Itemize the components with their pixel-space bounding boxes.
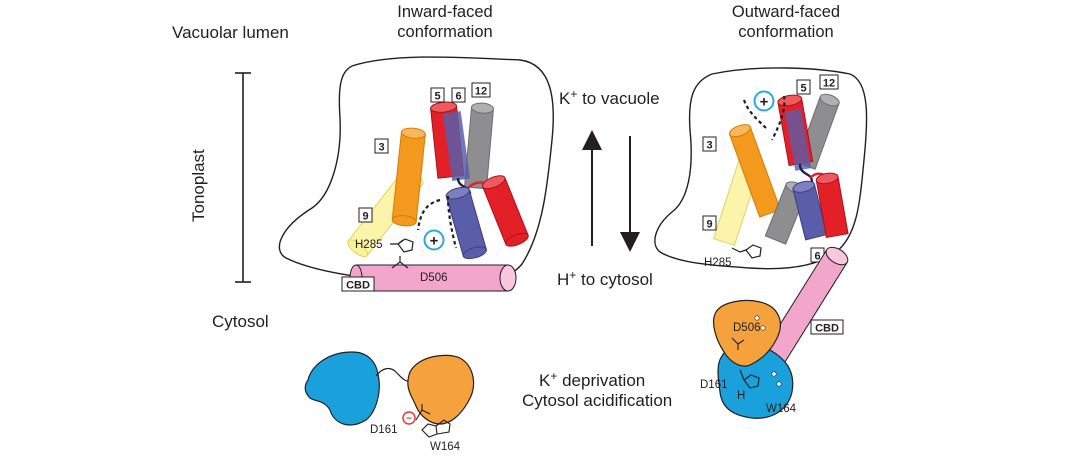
inward-faced-structure: + 3 5 6 12 9 H285 D506 CBD	[278, 56, 554, 292]
outward-d161-label: D161	[700, 379, 728, 391]
svg-text:3: 3	[706, 140, 712, 152]
bottom-anion-circle	[402, 411, 416, 425]
svg-text:3: 3	[378, 142, 384, 154]
inward-h285-sidechain	[390, 238, 414, 253]
inward-h285-label: H285	[355, 239, 383, 251]
inward-helix-lower-red	[481, 175, 529, 247]
outward-h285-label: H285	[704, 257, 732, 269]
h-to-cytosol-label: H+ to cytosol	[557, 268, 653, 289]
vacuolar-lumen-label: Vacuolar lumen	[172, 23, 289, 42]
k-to-vacuole-label: K+ to vacuole	[559, 87, 660, 108]
trigger-line1: K+ deprivation	[539, 369, 645, 390]
bottom-d161-label: D161	[370, 424, 398, 436]
inward-title-line2: conformation	[397, 23, 492, 41]
outward-helix-lower-red	[815, 172, 849, 239]
inward-cbd-tag: CBD	[341, 276, 375, 292]
trigger-line2: Cytosol acidification	[522, 391, 672, 410]
svg-text:12: 12	[475, 86, 487, 98]
inward-cbd-cylinder	[349, 264, 517, 292]
svg-text:6: 6	[814, 251, 820, 263]
bottom-orange-domain	[407, 354, 475, 425]
outward-faced-structure: + 5 12 3 9 6 H285 CBD D506 D1	[654, 67, 868, 419]
outward-cbd-cylinder	[757, 246, 849, 374]
svg-text:9: 9	[362, 211, 368, 223]
outward-helix-3	[728, 124, 782, 218]
inward-d506-label: D506	[420, 272, 448, 284]
outward-helix-blue-overlay	[784, 109, 812, 171]
outward-title-line1: Outward-faced	[732, 3, 840, 21]
svg-text:12: 12	[823, 78, 835, 90]
inward-title-line1: Inward-faced	[397, 3, 492, 21]
outward-w164-label: W164	[766, 403, 797, 415]
inward-helix-6	[442, 111, 471, 181]
bottom-left-complex: − D161 W164	[304, 351, 475, 453]
inward-label-box-3: 3	[374, 138, 389, 154]
bottom-anion-sign: −	[406, 414, 412, 425]
cytosol-label: Cytosol	[212, 312, 269, 331]
bottom-w164-label: W164	[430, 441, 461, 453]
svg-text:5: 5	[800, 83, 806, 95]
inward-cation-circle	[423, 229, 445, 251]
outward-h-label: H	[737, 390, 745, 402]
svg-text:CBD: CBD	[346, 280, 370, 292]
inward-cation-sign: +	[430, 233, 439, 250]
outward-cation-circle	[753, 90, 775, 112]
svg-text:CBD: CBD	[815, 323, 839, 335]
outward-d506-label: D506	[733, 322, 761, 334]
outward-cbd-tag: CBD	[810, 319, 844, 335]
inward-helix-12	[464, 102, 494, 190]
inward-label-box-9: 9	[358, 207, 373, 223]
outward-title-line2: conformation	[738, 23, 833, 41]
inward-label-box-5: 5	[430, 87, 445, 103]
outward-helix-lower-blue	[792, 180, 828, 241]
bottom-blue-domain	[304, 351, 380, 426]
inward-label-box-6: 6	[451, 87, 466, 103]
tonoplast-label: Tonoplast	[189, 149, 208, 222]
outward-orange-domain	[712, 299, 781, 367]
inward-helix-3	[391, 127, 426, 227]
outward-membrane-outline	[654, 67, 868, 270]
outward-label-box-12: 12	[819, 74, 839, 90]
tonoplast-scale-bar	[235, 72, 251, 283]
inward-label-box-12: 12	[471, 82, 491, 98]
svg-text:5: 5	[434, 91, 440, 103]
outward-label-box-3: 3	[702, 136, 717, 152]
outward-cation-sign: +	[760, 94, 769, 111]
outward-label-box-5: 5	[796, 79, 811, 95]
inward-helix-lower-blue	[445, 186, 487, 260]
outward-label-box-9: 9	[702, 215, 717, 231]
outward-h285-sidechain	[731, 244, 762, 259]
svg-text:6: 6	[455, 91, 461, 103]
svg-text:9: 9	[706, 219, 712, 231]
inward-d506-sidechain	[391, 256, 409, 269]
